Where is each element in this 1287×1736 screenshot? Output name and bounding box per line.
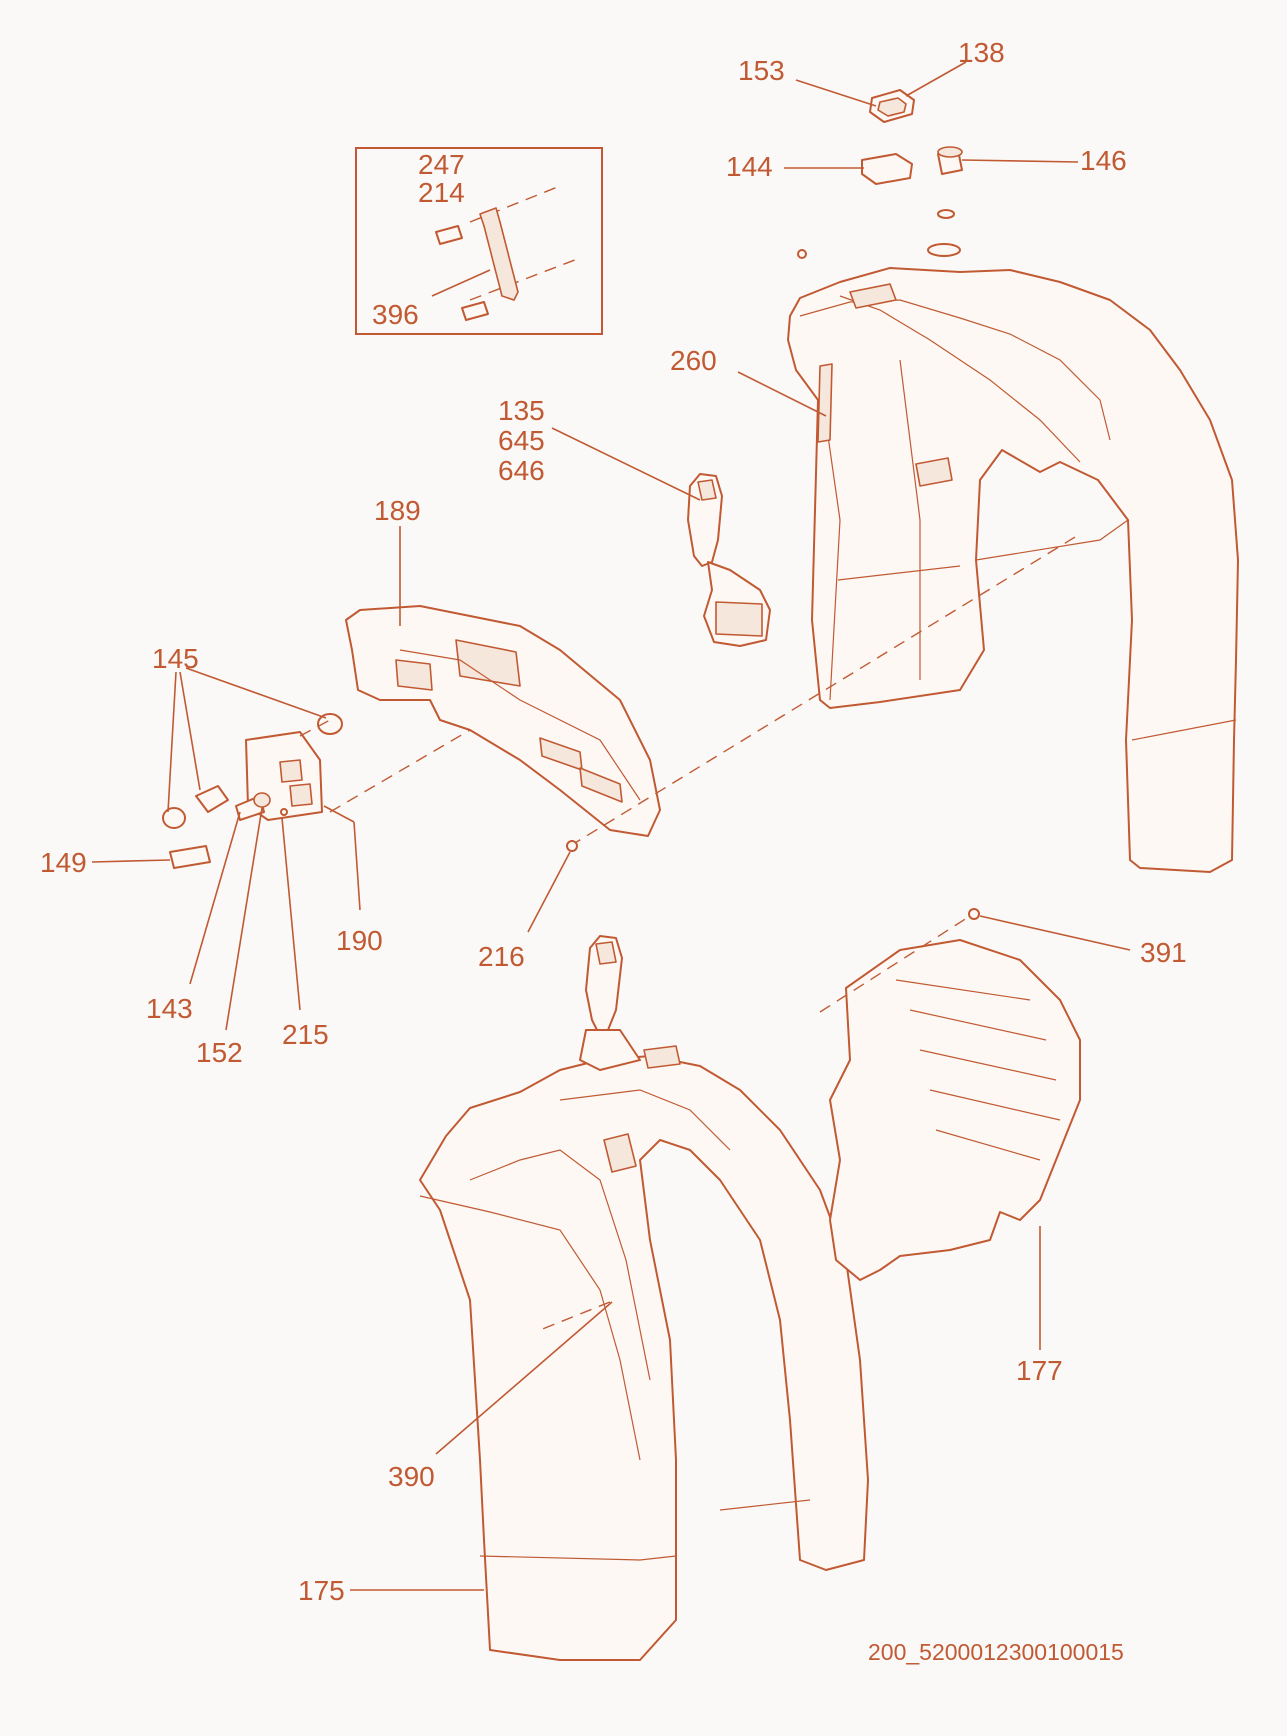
callout-144: 144 <box>726 151 773 182</box>
callout-646: 646 <box>498 455 545 486</box>
cigarette-lighter <box>927 146 963 257</box>
callout-189: 189 <box>374 495 421 526</box>
callout-215: 215 <box>282 1019 329 1050</box>
callout-391: 391 <box>1140 937 1187 968</box>
switch-panel <box>162 713 343 869</box>
callout-135: 135 <box>498 395 545 426</box>
right-console-upper <box>787 267 1239 873</box>
callout-390: 390 <box>388 1461 435 1492</box>
callout-247: 247 <box>418 149 465 180</box>
rocker-switch <box>869 89 915 123</box>
callout-153: 153 <box>738 55 785 86</box>
callout-396: 396 <box>372 299 419 330</box>
callout-152: 152 <box>196 1037 243 1068</box>
callout-146: 146 <box>1080 145 1127 176</box>
callout-labels: 153 138 144 146 247 214 396 260 135 645 … <box>40 37 1187 1665</box>
callout-175: 175 <box>298 1575 345 1606</box>
callout-177: 177 <box>1016 1355 1063 1386</box>
joystick-lower <box>579 935 681 1071</box>
inset-handle-detail <box>355 147 603 335</box>
trim-panel <box>345 605 661 837</box>
callout-190: 190 <box>336 925 383 956</box>
callout-645: 645 <box>498 425 545 456</box>
screw <box>797 249 807 259</box>
screw <box>280 808 288 816</box>
joystick-upper <box>687 473 771 647</box>
screw <box>566 840 578 852</box>
callout-216: 216 <box>478 941 525 972</box>
callout-145: 145 <box>152 643 199 674</box>
drawing-number: 200_5200012300100015 <box>868 1639 1124 1665</box>
callout-138: 138 <box>958 37 1005 68</box>
left-console-lower <box>419 1055 869 1661</box>
rear-cover <box>829 939 1081 1281</box>
callout-260: 260 <box>670 345 717 376</box>
callout-149: 149 <box>40 847 87 878</box>
callout-143: 143 <box>146 993 193 1024</box>
switch-cover <box>861 153 913 185</box>
leader-lines <box>91 61 1131 1591</box>
callout-214: 214 <box>418 177 465 208</box>
screw <box>968 908 980 920</box>
